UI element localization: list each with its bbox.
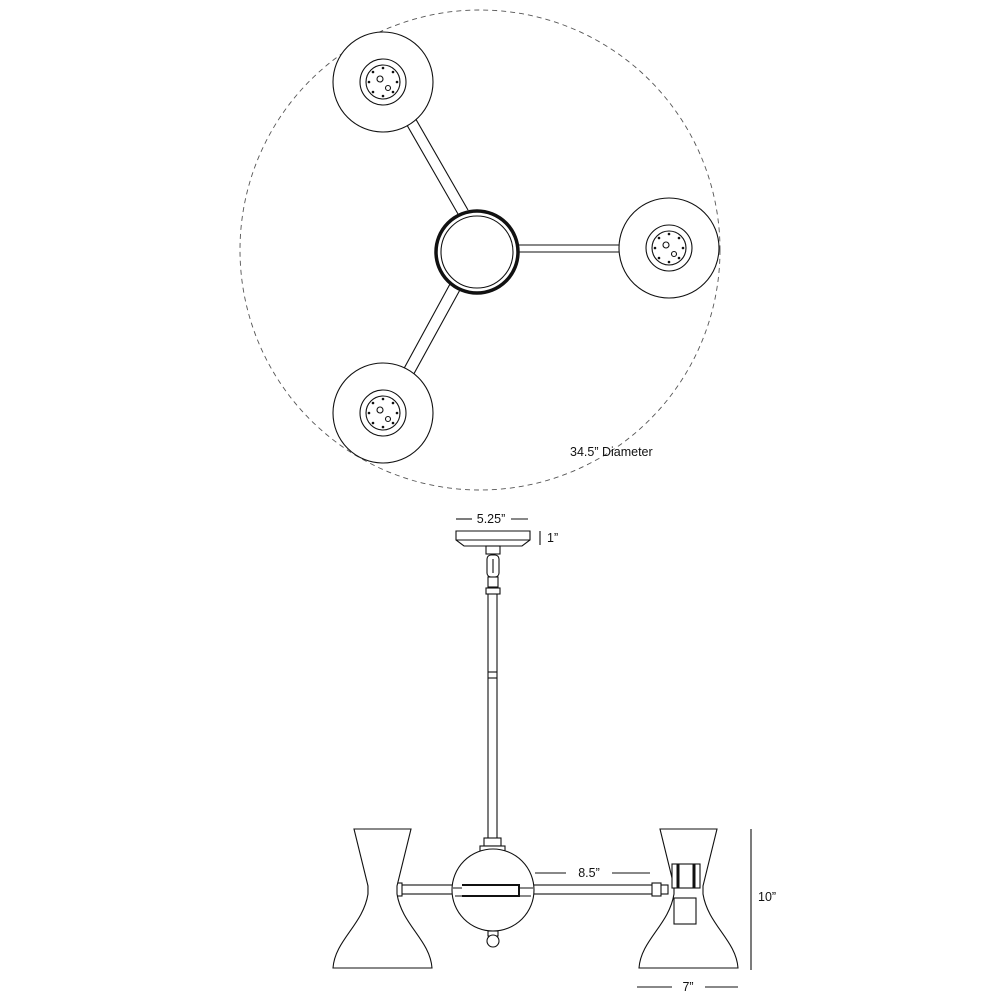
canopy bbox=[455, 530, 531, 555]
shade-width-dimension: 7” bbox=[637, 980, 738, 994]
diameter-label: 34.5” Diameter bbox=[570, 445, 653, 459]
height-label: 10” bbox=[758, 890, 776, 904]
height-dimension: 10” bbox=[750, 829, 776, 970]
shade-width-label: 7” bbox=[682, 980, 693, 994]
center-hub bbox=[434, 209, 520, 295]
arm-right bbox=[519, 242, 634, 255]
body-sphere bbox=[451, 848, 535, 948]
stem bbox=[479, 587, 506, 855]
shade-side-left bbox=[332, 828, 433, 969]
canopy-height-dimension: 1” bbox=[539, 531, 558, 545]
shade-top-upper-left bbox=[332, 31, 434, 133]
diameter-outline bbox=[239, 9, 721, 491]
canopy-height-label: 1” bbox=[547, 531, 558, 545]
chain-link bbox=[486, 554, 500, 588]
side-view: 5.25” 1” bbox=[332, 512, 776, 994]
shade-side-right bbox=[638, 828, 739, 969]
canopy-width-dimension: 5.25” bbox=[456, 512, 528, 526]
shade-top-lower-left bbox=[332, 362, 434, 464]
top-view: 34.5” Diameter bbox=[239, 9, 721, 491]
canopy-width-label: 5.25” bbox=[477, 512, 506, 526]
shade-top-right bbox=[618, 197, 720, 299]
arm-length-dimension: 8.5” bbox=[535, 866, 650, 880]
arm-length-label: 8.5” bbox=[578, 866, 600, 880]
